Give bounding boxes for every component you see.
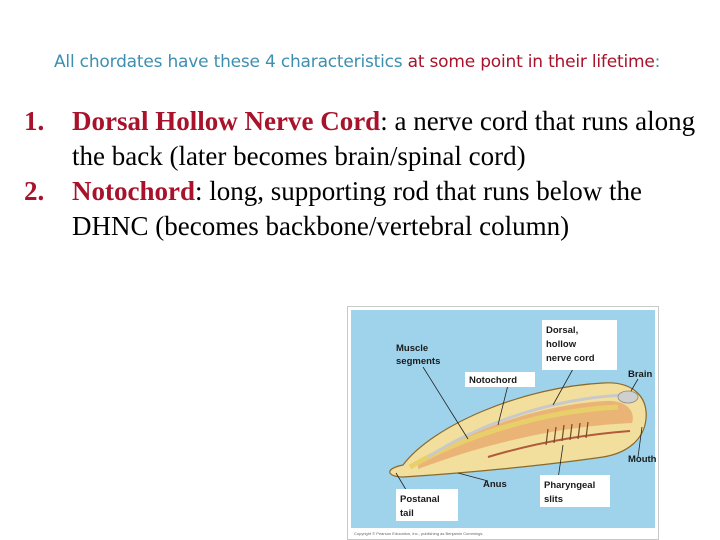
pharyngeal-slits-shape (545, 421, 589, 446)
item-term: Notochord (72, 176, 195, 206)
list-item: 1. Dorsal Hollow Nerve Cord: a nerve cor… (24, 104, 714, 174)
subtitle-part3: : (654, 52, 661, 72)
chordate-diagram: Dorsal, hollow nerve cord Muscle segment… (347, 306, 659, 540)
item-text: : a nerve cord that runs along the back … (72, 106, 696, 171)
pharyngeal-label-box (540, 475, 610, 507)
slide-subtitle: All chordates have these 4 characteristi… (54, 52, 660, 72)
label-brain: Brain (628, 369, 652, 380)
postanal-label-box (396, 489, 458, 521)
label-anus: Anus (483, 479, 507, 490)
chordate-diagram-svg: Dorsal, hollow nerve cord Muscle segment… (351, 310, 657, 536)
subtitle-part1: All chordates have these 4 characteristi… (54, 52, 403, 72)
label-postanal-line1: Postanal (400, 494, 440, 505)
brain-shape (617, 390, 639, 404)
label-dorsal-line1: Dorsal, (546, 325, 578, 336)
item-number: 1. (24, 106, 45, 136)
figure-credit: Copyright © Pearson Education, Inc., pub… (354, 531, 483, 536)
label-mouth: Mouth (628, 454, 657, 465)
subtitle-part2: at some point in their lifetime (407, 52, 655, 72)
item-text: : long, supporting rod that runs below t… (72, 176, 642, 241)
notochord-label-box (465, 372, 535, 387)
leader-lines (395, 366, 643, 494)
item-term: Dorsal Hollow Nerve Cord (72, 106, 381, 136)
label-muscle-line2: segments (396, 356, 440, 367)
dorsal-label-box (542, 320, 617, 370)
label-muscle-line1: Muscle (396, 343, 428, 354)
list-item: 2. Notochord: long, supporting rod that … (24, 174, 714, 244)
item-number: 2. (24, 176, 45, 206)
label-pharyngeal-line1: Pharyngeal (544, 480, 595, 491)
label-notochord: Notochord (469, 375, 517, 386)
label-pharyngeal-line2: slits (544, 494, 563, 505)
label-postanal-line2: tail (400, 508, 414, 519)
label-dorsal-line3: nerve cord (546, 353, 595, 364)
muscle-segments-shape (418, 400, 633, 469)
nerve-cord-shape (427, 393, 624, 459)
label-dorsal-line2: hollow (546, 339, 577, 350)
characteristics-list: 1. Dorsal Hollow Nerve Cord: a nerve cor… (24, 104, 714, 244)
